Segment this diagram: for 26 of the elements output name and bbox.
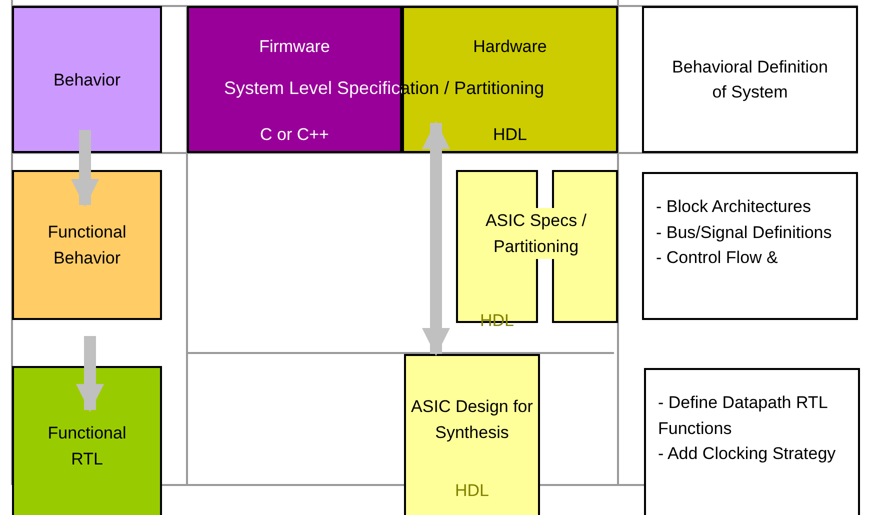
description-box <box>642 6 858 153</box>
box-text: Behavioral Definition of System <box>671 56 829 104</box>
description-box <box>644 368 860 515</box>
bullet-text: - Control Flow & <box>656 247 779 269</box>
bullet-text: - Define Datapath RTL Functions <box>658 392 828 440</box>
column-heading: Firmware <box>258 36 331 58</box>
process-box <box>12 170 162 320</box>
arrow <box>422 121 450 356</box>
language-text: HDL <box>454 480 490 502</box>
arrow <box>76 336 104 412</box>
arrow <box>71 130 99 207</box>
column-heading: Hardware <box>472 36 548 58</box>
process-box <box>12 366 162 515</box>
box-text: Functional Behavior <box>46 222 128 269</box>
language-text: HDL <box>478 310 515 332</box>
language-text: C or C++ <box>259 124 330 146</box>
box-text: Functional RTL <box>46 422 128 470</box>
bullet-text: - Bus/Signal Definitions <box>656 222 833 244</box>
process-box <box>12 6 162 153</box>
bullet-text: - Block Architectures <box>656 196 812 218</box>
bullet-text: - Add Clocking Strategy <box>658 443 837 465</box>
description-box <box>642 172 858 320</box>
asic-box <box>404 354 540 515</box>
box-text: Behavior <box>52 68 122 91</box>
box-text: ASIC Design for Synthesis <box>410 396 534 444</box>
language-text: HDL <box>492 124 528 146</box>
